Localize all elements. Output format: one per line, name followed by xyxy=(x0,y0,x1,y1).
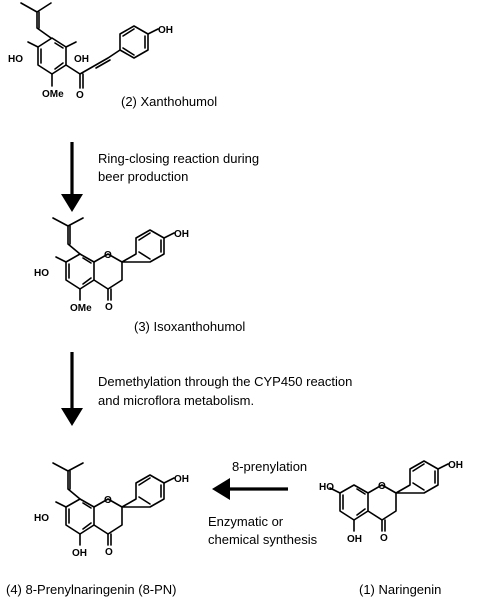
arrow-prenylation-label-top: 8-prenylation xyxy=(232,459,307,474)
xanthohumol-o-keto: O xyxy=(76,90,84,101)
arrow-prenylation xyxy=(212,478,288,500)
structure-naringenin xyxy=(329,460,449,532)
structure-isoxanthohumol xyxy=(52,217,175,301)
arrow-ring-closing-label-2: beer production xyxy=(98,169,188,184)
isoxanthohumol-ome: OMe xyxy=(70,303,92,314)
prenylnaringenin-ho-left: HO xyxy=(34,513,49,524)
prenylnaringenin-o-ring: O xyxy=(104,495,112,506)
isoxanthohumol-o-ring: O xyxy=(104,250,112,261)
naringenin-oh-bottom: OH xyxy=(347,534,362,545)
xanthohumol-oh-right: OH xyxy=(158,25,173,36)
arrow-demethylation-label-1: Demethylation through the CYP450 reactio… xyxy=(98,374,352,389)
arrow-ring-closing-label-1: Ring-closing reaction during xyxy=(98,151,259,166)
prenylnaringenin-oh-right: OH xyxy=(174,474,189,485)
xanthohumol-label: (2) Xanthohumol xyxy=(121,94,217,109)
naringenin-label: (1) Naringenin xyxy=(359,582,441,597)
structure-8-prenylnaringenin xyxy=(52,462,175,546)
prenylnaringenin-oh-bottom: OH xyxy=(72,548,87,559)
xanthohumol-ome: OMe xyxy=(42,89,64,100)
isoxanthohumol-oh-right: OH xyxy=(174,229,189,240)
arrow-ring-closing xyxy=(61,142,83,212)
isoxanthohumol-label: (3) Isoxanthohumol xyxy=(134,319,245,334)
arrow-demethylation-label-2: and microflora metabolism. xyxy=(98,393,254,408)
arrow-prenylation-label-2: chemical synthesis xyxy=(208,532,318,547)
arrow-demethylation xyxy=(61,352,83,426)
xanthohumol-ho-left: HO xyxy=(8,54,23,65)
arrow-prenylation-label-1: Enzymatic or xyxy=(208,514,284,529)
prenylnaringenin-o-keto: O xyxy=(105,547,113,558)
xanthohumol-oh-mid: OH xyxy=(74,54,89,65)
naringenin-o-keto: O xyxy=(380,533,388,544)
naringenin-o-ring: O xyxy=(378,481,386,492)
isoxanthohumol-o-keto: O xyxy=(105,302,113,313)
prenylnaringenin-label: (4) 8-Prenylnaringenin (8-PN) xyxy=(6,582,177,597)
naringenin-ho-left: HO xyxy=(319,482,334,493)
naringenin-oh-right: OH xyxy=(448,460,463,471)
isoxanthohumol-ho-left: HO xyxy=(34,268,49,279)
structure-xanthohumol xyxy=(20,2,159,89)
